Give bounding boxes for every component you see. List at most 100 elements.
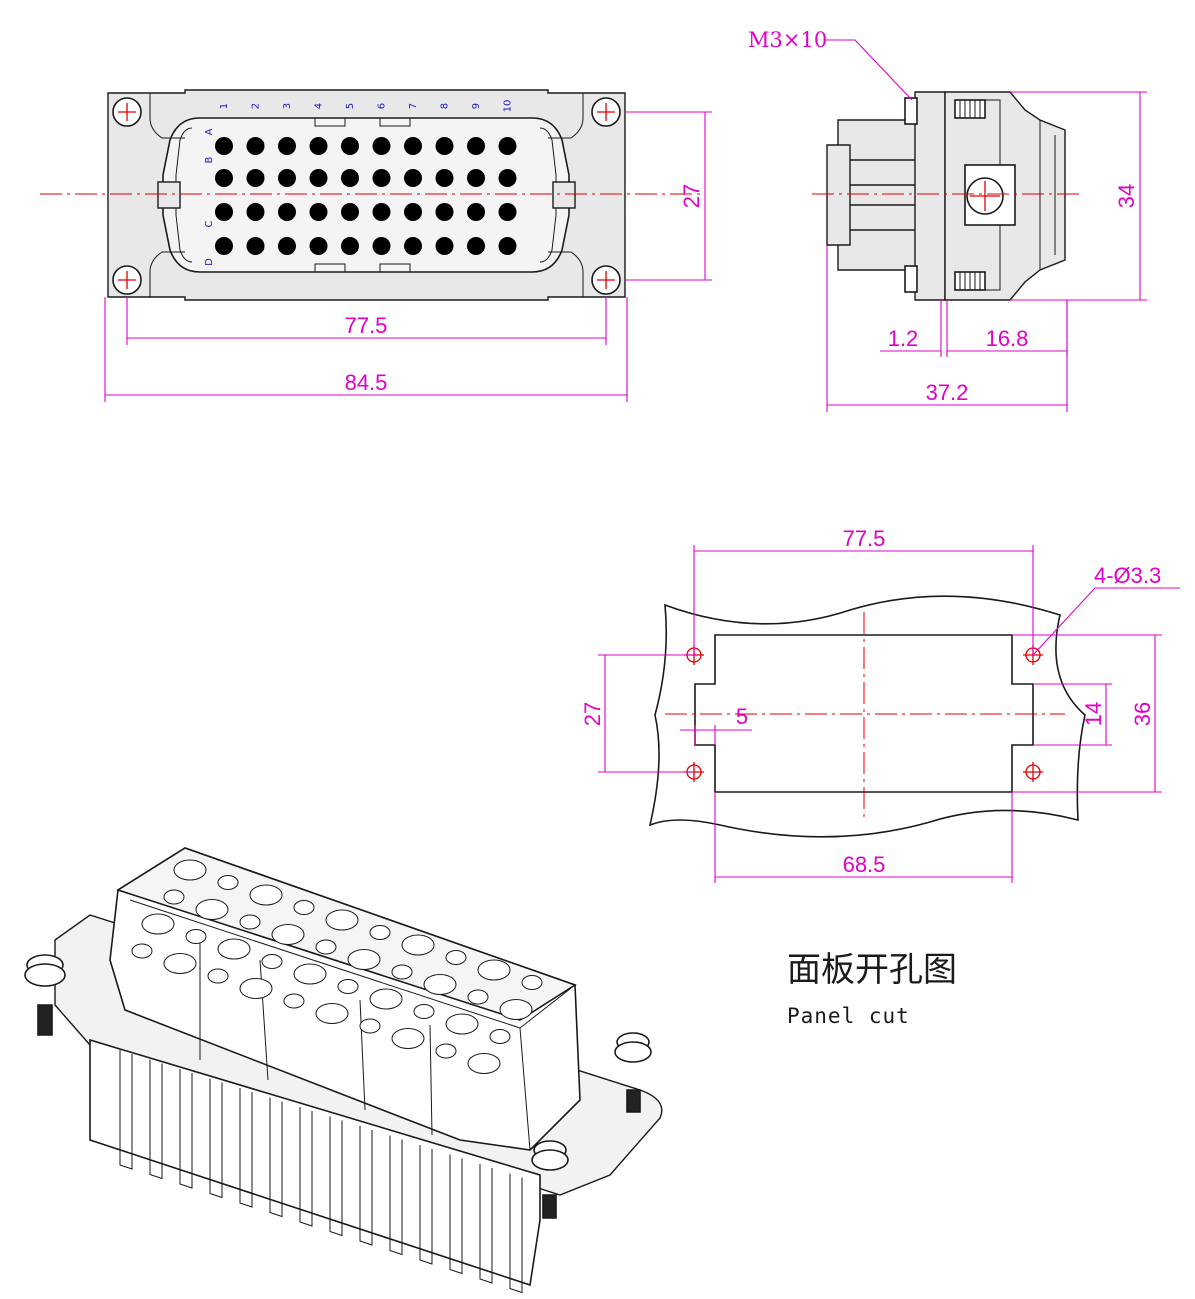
cooling-fin — [209, 1078, 223, 1199]
contact-pin — [467, 203, 485, 221]
contact-pin — [309, 137, 328, 155]
iso-contact-holes — [131, 859, 543, 1074]
cooling-fin — [119, 1050, 133, 1170]
cooling-fin — [509, 1173, 523, 1294]
iso-contact-hole — [283, 993, 305, 1009]
row-label: D — [204, 258, 215, 266]
iso-contact-hole — [359, 1018, 381, 1034]
contact-pin — [404, 137, 422, 155]
column-label: 1 — [219, 103, 230, 109]
contact-pin — [341, 237, 359, 255]
cooling-fin — [269, 1097, 283, 1218]
screw-spec-label: M3×10 — [748, 28, 827, 52]
cooling-fins — [119, 1050, 523, 1294]
cooling-fin — [299, 1107, 313, 1227]
panel-cut-view: 77.5 4-Ø3.3 27 5 14 36 68.5 面板开孔图 Panel … — [580, 526, 1180, 1028]
contact-pin — [309, 169, 328, 187]
iso-contact-hole — [173, 859, 207, 881]
column-label: 6 — [377, 103, 388, 109]
cooling-fin — [479, 1164, 493, 1284]
column-label: 3 — [282, 103, 293, 109]
screw-top-right-icon — [591, 97, 621, 127]
contact-pin — [372, 203, 391, 221]
column-label: 9 — [471, 103, 482, 109]
contact-pin — [435, 137, 454, 155]
contact-pin — [246, 169, 265, 187]
contact-pin — [498, 137, 517, 155]
dim-panel-offset: 5 — [736, 704, 748, 729]
isometric-view — [24, 847, 663, 1294]
column-label: 8 — [440, 103, 451, 109]
contact-pin — [309, 237, 328, 255]
iso-contact-hole — [369, 925, 391, 940]
iso-contact-hole — [207, 968, 229, 984]
cooling-fin — [179, 1069, 193, 1189]
iso-contact-hole — [413, 1004, 435, 1019]
contact-pin — [435, 203, 454, 221]
contact-pin — [372, 169, 391, 187]
dim-side-depth: 16.8 — [986, 326, 1029, 351]
dim-panel-cut-width: 68.5 — [843, 852, 886, 877]
iso-contact-hole — [293, 963, 327, 985]
iso-contact-hole — [315, 1003, 349, 1024]
iso-contact-hole — [445, 1013, 479, 1035]
pin-grid — [215, 137, 517, 255]
contact-pin — [435, 237, 454, 255]
iso-contact-hole — [391, 964, 413, 980]
screw-bottom-left-icon — [112, 265, 142, 295]
iso-contact-hole — [271, 924, 305, 945]
contact-pin — [246, 137, 265, 155]
column-label: 10 — [503, 100, 514, 113]
dim-front-total-width: 84.5 — [345, 370, 388, 395]
iso-contact-hole — [217, 875, 239, 890]
cooling-fin — [359, 1126, 373, 1246]
contact-pin — [215, 237, 233, 255]
iso-contact-hole — [499, 999, 533, 1020]
side-view: M3×10 34 1.2 16.8 37.2 — [748, 28, 1147, 412]
dim-panel-hole-spacing: 77.5 — [843, 526, 886, 551]
contact-pin — [215, 203, 233, 221]
cooling-fin — [239, 1088, 253, 1208]
contact-pin — [309, 203, 328, 221]
iso-contact-hole — [467, 1053, 501, 1074]
panel-cut-title-en: Panel cut — [787, 1004, 910, 1028]
dim-panel-holes: 4-Ø3.3 — [1094, 563, 1161, 588]
iso-contact-hole — [477, 959, 511, 981]
iso-contact-hole — [369, 988, 403, 1010]
iso-contact-hole — [293, 900, 315, 915]
contact-pin — [404, 203, 422, 221]
center-screw-icon — [964, 164, 1016, 226]
dim-panel-height: 36 — [1130, 702, 1155, 726]
contact-pin — [404, 169, 422, 187]
iso-contact-hole — [325, 909, 359, 931]
contact-pin — [215, 137, 233, 155]
iso-contact-hole — [239, 914, 261, 930]
iso-contact-hole — [347, 949, 381, 970]
column-label: 4 — [314, 103, 325, 109]
cooling-fin — [149, 1059, 163, 1180]
contact-pin — [246, 203, 265, 221]
dim-front-hole-spacing: 77.5 — [345, 313, 388, 338]
contact-pin — [246, 237, 265, 255]
iso-contact-hole — [131, 943, 153, 959]
contact-pin — [467, 137, 485, 155]
contact-pin — [498, 169, 517, 187]
screw-top-left-icon — [112, 97, 142, 127]
contact-pin — [467, 169, 485, 187]
contact-pin — [341, 169, 359, 187]
contact-pin — [215, 169, 233, 187]
iso-contact-hole — [261, 954, 283, 969]
iso-contact-hole — [163, 953, 197, 974]
column-label: 5 — [345, 103, 356, 109]
contact-pin — [372, 237, 391, 255]
dim-side-thickness: 1.2 — [888, 326, 919, 351]
iso-screw-left-icon — [24, 954, 66, 1036]
cooling-fin — [419, 1145, 433, 1265]
contact-pin — [278, 203, 296, 221]
iso-contact-hole — [249, 884, 283, 906]
cooling-fin — [329, 1116, 343, 1237]
